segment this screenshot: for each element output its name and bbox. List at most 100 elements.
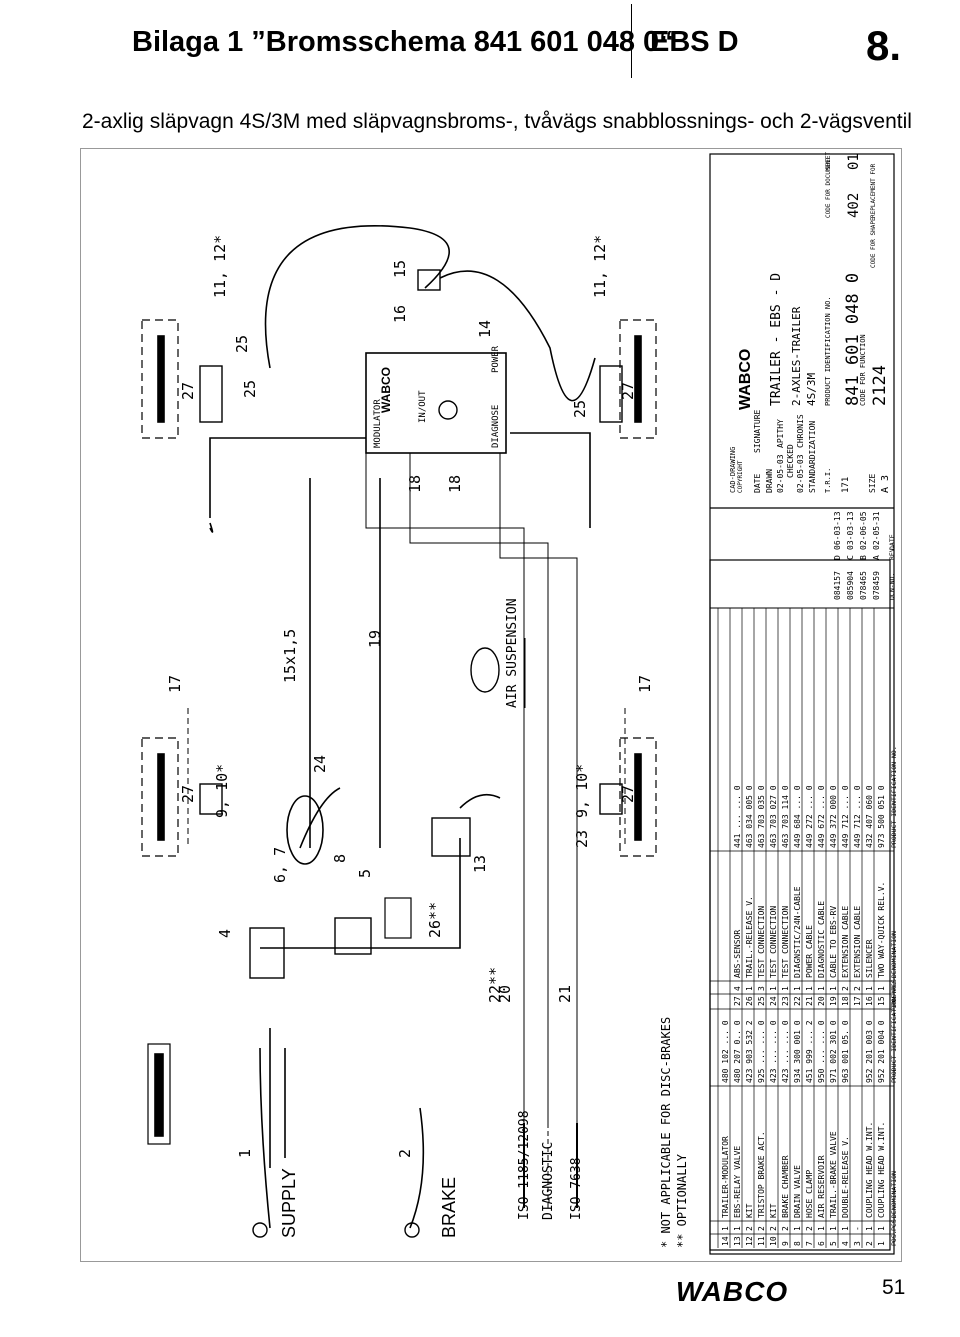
- title-checked-label: CHECKED: [786, 444, 795, 478]
- callout-c18b: 18: [446, 475, 464, 493]
- table-cell: 11: [757, 1236, 766, 1246]
- title-signature-label: SIGNATURE: [753, 409, 762, 453]
- table-cell: 449 672 ... 0: [817, 785, 826, 848]
- title-standardization: STANDARDIZATION: [808, 421, 817, 493]
- callout-c25c: 25: [571, 400, 589, 418]
- relay-valve: [431, 817, 471, 857]
- table-cell: 22: [793, 996, 802, 1006]
- callout-c910b: 9, 10*: [573, 764, 591, 818]
- trailer-brake-valve: [334, 917, 372, 955]
- table-header: DENOMINATION: [890, 1171, 898, 1218]
- table-header: POS.: [890, 1230, 898, 1246]
- table-cell: KIT: [745, 1203, 754, 1218]
- table-cell: TEST CONNECTION: [781, 906, 790, 978]
- table-cell: 3: [757, 986, 766, 991]
- revision-rev: A: [872, 555, 881, 560]
- revision-date: 06-03-13: [833, 511, 842, 550]
- table-cell: 15: [877, 996, 886, 1006]
- label-iso7638: ISO 7638: [569, 1157, 584, 1220]
- table-cell: 2: [865, 1241, 874, 1246]
- table-cell: 12: [745, 1236, 754, 1246]
- title-size-label: SIZE: [868, 474, 877, 493]
- label-diagnostic: DIAGNOSTIC: [541, 1142, 556, 1220]
- title-copyright: COPYRIGHT: [737, 460, 744, 493]
- table-cell: 449 712 ... 0: [841, 785, 850, 848]
- table-cell: 463 703 035 0: [757, 785, 766, 848]
- quick-release-valve: [417, 269, 441, 291]
- callout-c27a: 27: [179, 382, 197, 400]
- table-cell: 5: [829, 1241, 838, 1246]
- title-replacement-label: REPLACEMENT FOR: [870, 163, 877, 218]
- table-cell: 1: [829, 986, 838, 991]
- callout-c4: 4: [216, 929, 234, 938]
- table-cell: 2: [745, 1226, 754, 1231]
- tristop-rear-left: [199, 365, 223, 423]
- table-header: DENOMINATION: [890, 931, 898, 978]
- table-cell: 449 372 000 0: [829, 785, 838, 848]
- callout-c27c: 27: [179, 785, 197, 803]
- diagram-frame: [80, 148, 902, 1262]
- callout-c15: 15: [391, 260, 409, 278]
- table-cell: 1: [829, 1226, 838, 1231]
- table-cell: TRAIL.-BRAKE VALVE: [829, 1131, 838, 1218]
- section-number: 8.: [866, 22, 902, 69]
- title-drawn-label: DRAWN: [765, 469, 774, 493]
- double-release-valve: [249, 927, 285, 979]
- title-date-label: DATE: [753, 474, 762, 493]
- table-cell: 2: [853, 986, 862, 991]
- revision-header: DATE: [888, 534, 896, 550]
- table-cell: TRAILER-MODULATOR: [721, 1136, 730, 1218]
- air-reservoir: [286, 795, 324, 865]
- table-cell: ABS-SENSOR: [733, 930, 742, 978]
- table-cell: 1: [793, 1226, 802, 1231]
- callout-c20: 20: [496, 985, 514, 1003]
- wheel-frame-rear-right: [619, 319, 657, 439]
- table-cell: 449 272 ... 0: [805, 785, 814, 848]
- callout-c26: 26**: [426, 902, 444, 938]
- table-header: PRODUCT IDENTIFICATION NO.: [890, 746, 898, 848]
- footer-brand: WABCO: [676, 1276, 788, 1306]
- table-cell: 17: [853, 996, 862, 1006]
- title-code-fn-label: CODE FOR FUNCTION: [859, 334, 867, 406]
- label-wabco-box: WABCO: [379, 367, 393, 413]
- title-code-fn: 2124: [870, 365, 890, 406]
- callout-c1112a: 11, 12*: [211, 235, 229, 298]
- revision-dcn: 078459: [872, 571, 881, 600]
- callout-c1: 1: [236, 1149, 254, 1158]
- title-tri-label: T.R.I.: [824, 468, 832, 493]
- table-cell: 963 001 05. 0: [841, 1020, 850, 1083]
- wheel-frame-front-left: [141, 737, 179, 857]
- table-cell: 950 ... ... 0: [817, 1020, 826, 1083]
- callout-c2: 2: [396, 1149, 414, 1158]
- table-cell: 423 ... ... 0: [781, 1020, 790, 1083]
- callout-c67: 6, 7: [271, 847, 289, 883]
- revision-rev: D: [833, 555, 842, 560]
- table-cell: 1: [793, 986, 802, 991]
- table-cell: 2: [805, 1226, 814, 1231]
- table-cell: TEST CONNECTION: [757, 906, 766, 978]
- table-cell: 1: [721, 1226, 730, 1231]
- title-desc2: 2-AXLES-TRAILER: [790, 306, 803, 406]
- label-supply: SUPPLY: [279, 1168, 299, 1238]
- table-cell: 1: [733, 1226, 742, 1231]
- revision-dcn: 085904: [846, 571, 855, 600]
- cable-mod-to-qr: [264, 224, 450, 369]
- revision-dcn: 078465: [859, 571, 868, 600]
- table-cell: 952 201 004 0: [877, 1020, 886, 1083]
- callout-c23: 23: [573, 830, 591, 848]
- callout-c15x15: 15x1,5: [281, 629, 299, 683]
- table-cell: 1: [841, 1226, 850, 1231]
- callout-c910a: 9, 10*: [213, 764, 231, 818]
- wheel-frame-rear-left: [141, 319, 179, 439]
- table-header: PCS.: [890, 975, 898, 991]
- system-name: EBS D: [650, 26, 739, 58]
- revision-header: REV.: [888, 544, 896, 560]
- revision-dcn: 084157: [833, 571, 842, 600]
- callout-c25b: 25: [233, 335, 251, 353]
- table-cell: 1: [865, 986, 874, 991]
- label-diagnose: DIAGNOSE: [491, 405, 501, 448]
- table-cell: 1: [781, 986, 790, 991]
- coupling-head-supply: [252, 1222, 268, 1238]
- note-not-applicable: * NOT APPLICABLE FOR DISC-BRAKES: [659, 1017, 673, 1248]
